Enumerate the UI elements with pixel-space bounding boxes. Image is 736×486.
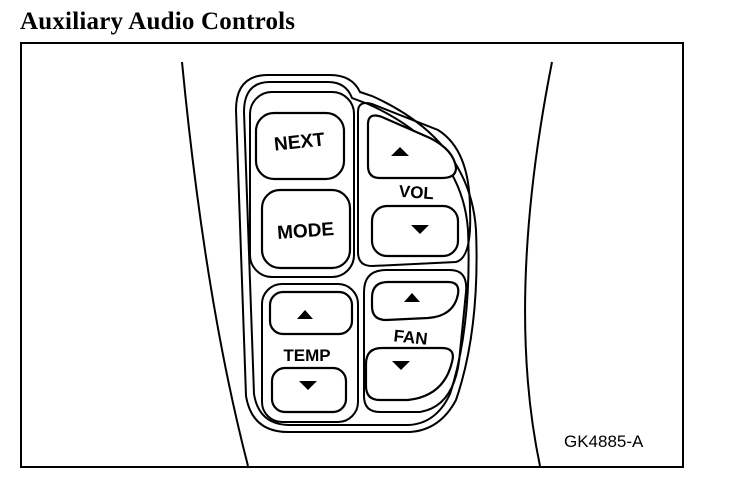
vol-up-arrow-icon (391, 147, 409, 156)
temp-down-arrow-icon (299, 381, 317, 390)
temp-label: TEMP (283, 346, 330, 365)
next-mode-group (249, 91, 355, 278)
temp-group (261, 283, 359, 423)
fan-down-arrow-icon (392, 361, 410, 370)
fan-group (363, 269, 468, 413)
next-button[interactable]: NEXT (254, 111, 346, 181)
temp-up-button[interactable] (268, 290, 354, 336)
vol-down-button[interactable] (370, 204, 460, 258)
temp-down-button[interactable] (270, 366, 348, 414)
temp-up-arrow-icon (297, 310, 313, 319)
fan-up-arrow-icon (404, 293, 420, 302)
vol-group (357, 102, 472, 268)
vol-down-arrow-icon (411, 225, 429, 234)
diagram-title: Auxiliary Audio Controls (20, 8, 296, 35)
vol-up-button[interactable] (366, 114, 458, 180)
vol-label: VOL (398, 182, 434, 203)
mode-button[interactable]: MODE (260, 188, 352, 270)
figure-code: GK4885-A (564, 432, 644, 451)
fan-label: FAN (393, 326, 429, 348)
wheel-rim-left-curve (181, 61, 249, 467)
wheel-rim-right-curve (524, 61, 553, 467)
fan-down-button[interactable] (364, 346, 454, 402)
mode-button-label: MODE (276, 219, 334, 244)
fan-up-button[interactable] (370, 280, 460, 322)
figure-frame (20, 42, 684, 468)
